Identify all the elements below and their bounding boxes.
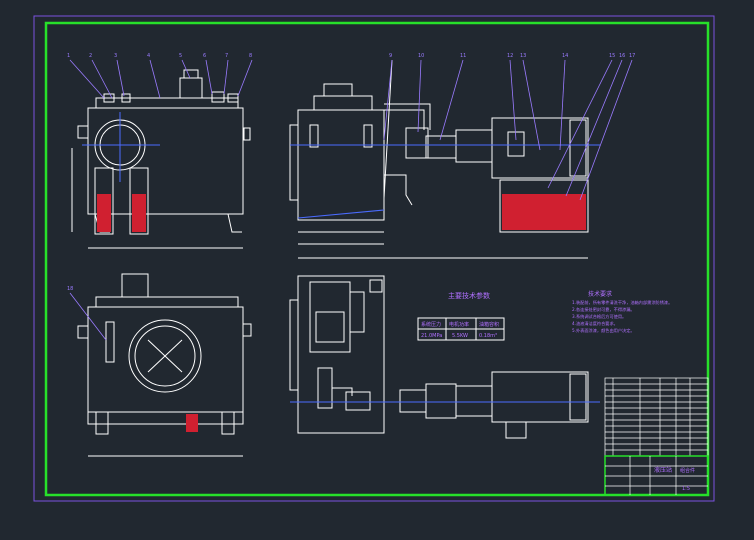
balloon-leader (181, 59, 191, 79)
balloon-leader (417, 59, 422, 133)
side-motor-base (499, 179, 589, 233)
balloon-number: 7 (225, 53, 228, 59)
plan-view (289, 275, 589, 439)
balloon-number: 18 (67, 286, 73, 292)
params-header-2: 油箱容积 (479, 321, 499, 328)
notes-line-1: 2.各连接处密封可靠，不得渗漏。 (572, 306, 635, 313)
inner-border (44, 21, 710, 497)
balloon-leader (223, 59, 229, 95)
params-value-2: 0.18m³ (479, 333, 497, 339)
side-tank-body (297, 109, 385, 221)
title-block-material: 组合件 (680, 467, 695, 474)
balloon-leader (547, 59, 613, 189)
notes-title: 技术要求 (588, 290, 612, 298)
notes-line-2: 3.系统调试合格后方可使用。 (572, 313, 626, 320)
balloon-number: 17 (629, 53, 635, 59)
title-block-drawing-name: 液压站 (654, 466, 672, 474)
top-drain-hatch (186, 414, 198, 432)
balloon-leader (205, 59, 213, 95)
balloon-leader (509, 59, 517, 141)
balloon-number: 16 (619, 53, 625, 59)
balloon-leader (149, 59, 161, 99)
balloon-leader (559, 59, 566, 151)
balloon-number: 11 (460, 53, 466, 59)
plan-tank-body (297, 275, 385, 434)
balloon-leader (91, 59, 113, 99)
plan-motor (491, 371, 589, 423)
side-hatch (502, 194, 586, 230)
side-coupling (405, 127, 429, 159)
balloon-number: 4 (147, 53, 150, 59)
balloon-number: 10 (418, 53, 424, 59)
params-value-1: 5.5KW (452, 333, 468, 339)
balloon-number: 13 (520, 53, 526, 59)
balloon-leader (439, 59, 464, 141)
top-cleanout-cover (128, 319, 202, 393)
balloon-number: 8 (249, 53, 252, 59)
balloon-leader (579, 59, 633, 201)
balloon-number: 3 (114, 53, 117, 59)
balloon-number: 5 (179, 53, 182, 59)
title-block: 液压站 组合件 1:5 (604, 455, 709, 496)
params-value-0: 21.0MPa (421, 333, 442, 339)
balloon-leader (69, 292, 107, 341)
balloon-number: 12 (507, 53, 513, 59)
front-tank-lid (95, 97, 239, 109)
side-motor (491, 117, 589, 179)
params-table-title: 主要技术参数 (448, 291, 490, 300)
balloon-leader (522, 59, 541, 151)
balloon-leader (237, 59, 253, 97)
front-tank-body (87, 107, 244, 215)
balloon-leader (69, 59, 105, 99)
plan-coupling (399, 389, 427, 413)
notes-line-4: 5.外表面涂漆，颜色由用户决定。 (572, 327, 635, 334)
params-table: 主要技术参数 系统压力 电机功率 油箱容积 21.0MPa 5.5KW 0.18… (417, 291, 505, 341)
balloon-number: 15 (609, 53, 615, 59)
params-header-0: 系统压力 (421, 321, 441, 328)
balloon-number: 2 (89, 53, 92, 59)
balloon-number: 14 (562, 53, 568, 59)
title-block-scale: 1:5 (682, 486, 690, 492)
top-view (77, 273, 252, 457)
params-header-1: 电机功率 (449, 321, 469, 328)
balloon-leader (565, 59, 623, 197)
notes-line-3: 4.油液清洁度符合要求。 (572, 320, 618, 327)
front-hatch (97, 194, 146, 232)
balloon-leader (116, 59, 125, 97)
side-view (289, 59, 589, 259)
top-tank-body (87, 306, 244, 413)
balloon-leader (383, 59, 393, 141)
notes-line-0: 1.装配前，所有零件清洗干净，油箱内部需涂防锈漆。 (572, 299, 672, 306)
technical-notes: 技术要求 1.装配前，所有零件清洗干净，油箱内部需涂防锈漆。 2.各连接处密封可… (572, 290, 672, 334)
balloon-number: 6 (203, 53, 206, 59)
outer-border (33, 15, 715, 502)
balloon-number: 9 (389, 53, 392, 59)
parts-list (604, 377, 709, 457)
balloon-number: 1 (67, 53, 70, 59)
